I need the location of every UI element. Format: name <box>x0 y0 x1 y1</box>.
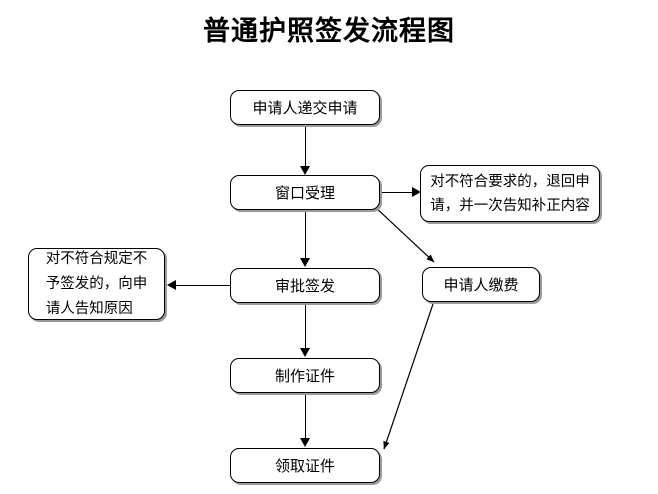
connector-make-to-collect-line <box>305 393 306 439</box>
connector-approve-to-make-line <box>305 303 306 349</box>
connector-window-to-return-note-line <box>380 192 413 193</box>
page-title: 普通护照签发流程图 <box>203 16 455 47</box>
connector-window-to-return-note-arrowhead <box>412 187 421 197</box>
node-make-document[interactable]: 制作证件 <box>230 358 380 393</box>
node-make-document-label: 制作证件 <box>274 366 335 385</box>
node-submit-application[interactable]: 申请人递交申请 <box>230 90 380 125</box>
node-collect-document[interactable]: 领取证件 <box>230 448 380 483</box>
connector-window-to-approve-line <box>305 210 306 259</box>
node-submit-application-label: 申请人递交申请 <box>252 98 358 117</box>
connector-approve-to-reject-note-arrowhead <box>167 280 176 290</box>
node-reject-reason-note-label: 对不符合规定不 予签发的，向申 请人告知原因 <box>45 250 148 317</box>
connector-window-to-approve-arrowhead <box>300 258 310 267</box>
node-window-acceptance[interactable]: 窗口受理 <box>230 175 380 210</box>
connector-approve-to-make-arrowhead <box>300 348 310 357</box>
node-approve-and-issue[interactable]: 审批签发 <box>230 268 380 303</box>
connector-pay-fee-to-collect-line <box>383 303 434 450</box>
node-collect-document-label: 领取证件 <box>274 456 335 475</box>
node-window-acceptance-label: 窗口受理 <box>274 183 335 202</box>
node-reject-reason-note[interactable]: 对不符合规定不 予签发的，向申 请人告知原因 <box>28 248 165 320</box>
node-return-application-note[interactable]: 对不符合要求的，退回申 请，并一次告知补正内容 <box>420 165 600 222</box>
node-applicant-pay-fee[interactable]: 申请人缴费 <box>422 267 540 302</box>
connector-submit-to-window-line <box>305 125 306 167</box>
node-return-application-note-label: 对不符合要求的，退回申 请，并一次告知补正内容 <box>430 173 590 214</box>
connector-make-to-collect-arrowhead <box>300 438 310 447</box>
node-applicant-pay-fee-label: 申请人缴费 <box>443 275 519 294</box>
connector-submit-to-window-arrowhead <box>300 166 310 175</box>
connector-approve-to-reject-note-line <box>175 285 230 286</box>
node-approve-and-issue-label: 审批签发 <box>274 276 335 295</box>
